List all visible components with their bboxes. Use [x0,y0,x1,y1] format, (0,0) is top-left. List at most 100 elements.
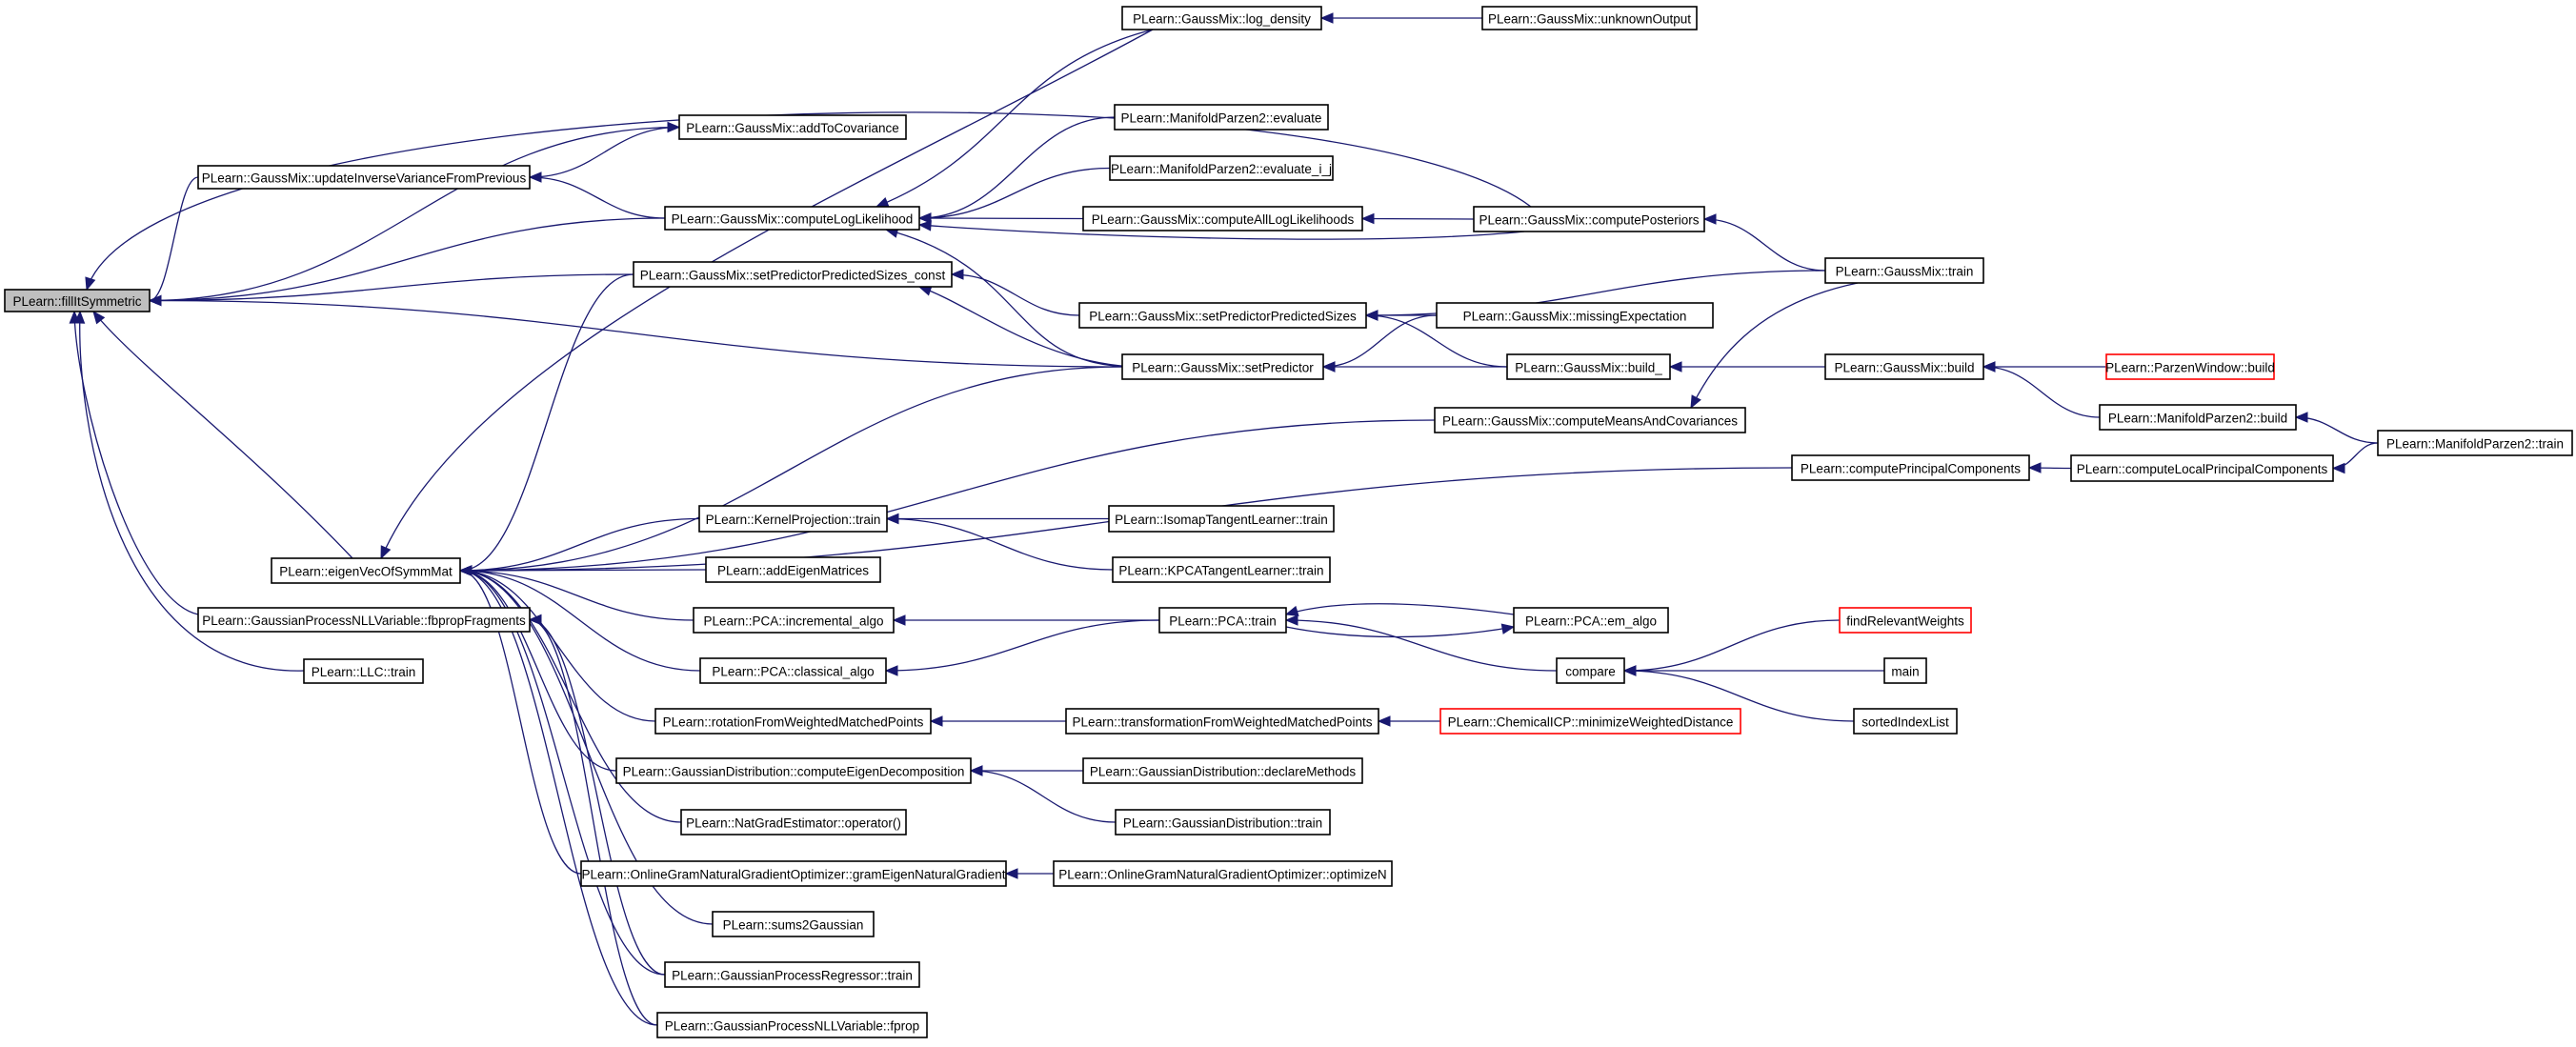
node-box-mpTrain [2377,430,2573,456]
node-natGrad[interactable]: PLearn::NatGradEstimator::operator() [680,809,907,836]
node-transWMP[interactable]: PLearn::transformationFromWeightedMatche… [1065,708,1379,735]
edge-logDensity-to-eigen-arrowhead [380,545,392,560]
node-kpcaTrain[interactable]: PLearn::KPCATangentLearner::train [1112,556,1331,583]
node-compMeans[interactable]: PLearn::GaussMix::computeMeansAndCovaria… [1434,407,1746,433]
edge-compPost-to-compAllLog [1361,217,1475,220]
node-llc[interactable]: PLearn::LLC::train [303,658,424,684]
edge-mpEval-to-compLogLik [918,116,1116,219]
node-box-missExp [1436,302,1714,329]
node-chemICP[interactable]: PLearn::ChemicalICP::minimizeWeightedDis… [1439,708,1741,735]
node-box-pwBuild [2105,353,2275,380]
node-gpnllFprop[interactable]: PLearn::GaussianProcessNLLVariable::fpro… [656,1012,928,1038]
node-label-mpBuild: PLearn::ManifoldParzen2::build [2108,412,2287,426]
node-box-compAllLog [1082,206,1363,232]
node-label-findRel: findRelevantWeights [1846,614,1964,629]
node-pcaClass[interactable]: PLearn::PCA::classical_algo [699,657,887,684]
node-logDensity[interactable]: PLearn::GaussMix::log_density [1121,6,1322,30]
node-box-root [4,289,151,312]
node-label-root: PLearn::fillItSymmetric [12,294,141,309]
node-compPC[interactable]: PLearn::computePrincipalComponents [1791,454,2030,481]
node-ognOpt[interactable]: PLearn::OnlineGramNaturalGradientOptimiz… [1053,860,1393,887]
node-compare[interactable]: compare [1556,657,1625,684]
edge-gmTrain-to-compMeans [1690,282,1859,409]
edge-eigen-to-root [92,311,353,559]
node-addToCov[interactable]: PLearn::GaussMix::addToCovariance [678,114,907,140]
node-gdEigen[interactable]: PLearn::GaussianDistribution::computeEig… [615,757,972,784]
node-box-chemICP [1439,708,1741,735]
node-setPPSconst[interactable]: PLearn::GaussMix::setPredictorPredictedS… [633,261,953,288]
node-label-unknownOut: PLearn::GaussMix::unknownOutput [1488,12,1691,27]
node-box-compLocPC [2070,454,2334,482]
node-gmTrain[interactable]: PLearn::GaussMix::train [1824,257,1984,284]
node-unknownOut[interactable]: PLearn::GaussMix::unknownOutput [1481,6,1698,30]
node-mpEvalIJ[interactable]: PLearn::ManifoldParzen2::evaluate_i_j [1109,155,1334,181]
edge-pcaClass-to-eigen [459,570,701,672]
edge-gdTrain-to-gdEigen [970,770,1117,823]
node-mpBuild[interactable]: PLearn::ManifoldParzen2::build [2099,404,2297,431]
edge-pcaTrain-to-pcaEm [1285,626,1515,638]
node-box-logDensity [1121,6,1322,30]
node-compLogLik[interactable]: PLearn::GaussMix::computeLogLikelihood [664,206,920,231]
node-label-compPC: PLearn::computePrincipalComponents [1801,462,2021,476]
node-updInv[interactable]: PLearn::GaussMix::updateInverseVarianceF… [197,165,531,190]
node-box-gmTrain [1824,257,1984,284]
node-isoTrain[interactable]: PLearn::IsomapTangentLearner::train [1108,505,1335,533]
node-kpTrain[interactable]: PLearn::KernelProjection::train [698,505,888,533]
node-mpEval[interactable]: PLearn::ManifoldParzen2::evaluate [1114,104,1329,131]
edge-compPost-to-root-arrowhead [85,276,96,292]
node-pcaInc[interactable]: PLearn::PCA::incremental_algo [693,607,895,634]
node-gpnllFb[interactable]: PLearn::GaussianProcessNLLVariable::fbpr… [197,607,531,633]
node-label-logDensity: PLearn::GaussMix::log_density [1133,12,1311,27]
edge-unknownOut-to-logDensity-arrowhead [1319,12,1334,24]
node-build_[interactable]: PLearn::GaussMix::build_ [1506,353,1671,380]
node-pcaTrain[interactable]: PLearn::PCA::train [1158,607,1287,634]
node-label-pwBuild: PLearn::ParzenWindow::build [2105,361,2275,375]
edge-gprTrain-to-gpnllFb [529,618,666,976]
node-box-llc [303,658,424,684]
node-label-missExp: PLearn::GaussMix::missingExpectation [1463,310,1687,324]
node-compPost[interactable]: PLearn::GaussMix::computePosteriors [1473,206,1705,232]
node-gprTrain[interactable]: PLearn::GaussianProcessRegressor::train [664,961,920,988]
edge-gpnllFb-to-root [73,311,199,615]
edge-gpnllFprop-to-eigen-arrowhead [458,565,473,576]
node-label-gdDeclare: PLearn::GaussianDistribution::declareMet… [1090,765,1356,779]
node-gdDeclare[interactable]: PLearn::GaussianDistribution::declareMet… [1082,757,1363,784]
node-label-setPPS: PLearn::GaussMix::setPredictorPredictedS… [1089,310,1357,324]
node-missExp[interactable]: PLearn::GaussMix::missingExpectation [1436,302,1714,329]
edge-pcaTrain-to-pcaClass-arrowhead [884,665,898,676]
node-rotWMP[interactable]: PLearn::rotationFromWeightedMatchedPoint… [654,708,932,735]
node-main[interactable]: main [1883,657,1927,684]
node-sums2g[interactable]: PLearn::sums2Gaussian [712,911,875,937]
node-eigen[interactable]: PLearn::eigenVecOfSymmMat [271,557,461,584]
node-sortedIdx[interactable]: sortedIndexList [1853,708,1958,735]
node-label-eigen: PLearn::eigenVecOfSymmMat [279,565,453,579]
node-label-gpnllFb: PLearn::GaussianProcessNLLVariable::fbpr… [202,614,526,628]
edge-gpnllFprop-to-gpnllFb [529,618,658,1026]
edge-setPred-to-compLogLik [885,229,1135,368]
edge-setPPSconst-to-root [149,273,634,302]
node-box-gpnllFb [197,607,531,633]
node-pwBuild[interactable]: PLearn::ParzenWindow::build [2105,353,2275,380]
node-compLocPC[interactable]: PLearn::computeLocalPrincipalComponents [2070,454,2334,482]
node-pcaEm[interactable]: PLearn::PCA::em_algo [1513,607,1669,634]
node-ognGram[interactable]: PLearn::OnlineGramNaturalGradientOptimiz… [580,860,1007,887]
edge-build_-to-setPPS [1365,314,1508,368]
node-compAllLog[interactable]: PLearn::GaussMix::computeAllLogLikelihoo… [1082,206,1363,232]
node-findRel[interactable]: findRelevantWeights [1839,607,1972,634]
node-setPred[interactable]: PLearn::GaussMix::setPredictor [1121,353,1324,380]
node-gmBuild[interactable]: PLearn::GaussMix::build [1824,353,1984,380]
edge-setPPS-to-setPPSconst [951,273,1080,316]
node-root[interactable]: PLearn::fillItSymmetric [4,289,151,312]
edge-build_-to-setPred-arrowhead [1321,361,1336,372]
node-box-transWMP [1065,708,1379,735]
node-setPPS[interactable]: PLearn::GaussMix::setPredictorPredictedS… [1078,302,1367,329]
node-box-natGrad [680,809,907,836]
node-label-compLocPC: PLearn::computeLocalPrincipalComponents [2077,462,2328,476]
node-gdTrain[interactable]: PLearn::GaussianDistribution::train [1115,809,1331,836]
node-addEig[interactable]: PLearn::addEigenMatrices [705,556,881,583]
edge-logDensity-to-eigen [380,29,1154,559]
node-mpTrain[interactable]: PLearn::ManifoldParzen2::train [2377,430,2573,456]
node-box-compPost [1473,206,1705,232]
node-label-gmBuild: PLearn::GaussMix::build [1834,361,1974,375]
